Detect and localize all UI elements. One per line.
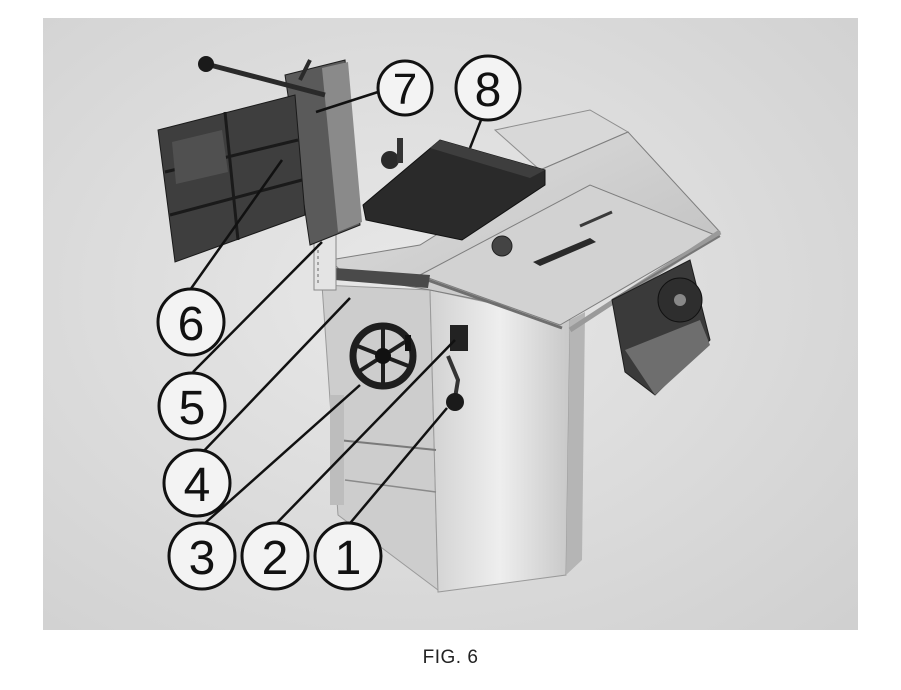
table-knob: [491, 235, 513, 257]
figure-caption: FIG. 6: [422, 647, 479, 668]
leader-7: [315, 90, 379, 114]
rise-fall-handwheel: [349, 322, 417, 390]
fence-clamp-rod: [397, 138, 403, 163]
fence-vertical-face: [322, 62, 362, 232]
right-guard-plate: [625, 320, 710, 395]
callout-7: 7: [376, 59, 434, 117]
leader-8: [468, 119, 483, 149]
callout-5-label: 5: [179, 382, 206, 435]
fence-lever-knob: [198, 56, 214, 72]
sliding-rail: [611, 235, 721, 301]
leader-6: [188, 159, 284, 291]
callout-leaders: [188, 90, 483, 529]
leader-2: [271, 339, 456, 529]
callout-1-label: 1: [335, 532, 362, 585]
callout-6-label: 6: [178, 298, 205, 351]
callout-5: 5: [157, 371, 227, 441]
table-edge: [421, 276, 563, 330]
leader-3: [203, 384, 361, 525]
planer-guard-ramp: [430, 140, 545, 178]
combination-woodworking-machine: [157, 56, 722, 593]
saw-blade-slot: [533, 238, 596, 266]
callout-4-label: 4: [184, 459, 211, 512]
crank-handle-knob: [446, 393, 464, 411]
callout-3-label: 3: [189, 532, 216, 585]
leader-1: [345, 407, 448, 529]
leader-5: [192, 241, 323, 373]
lock-knob: [450, 325, 468, 351]
leader-4: [199, 297, 351, 456]
thicknesser-ledge: [335, 268, 430, 288]
callout-3: 3: [167, 521, 237, 591]
fence-box-inner-highlight: [172, 130, 228, 184]
callout-1: 1: [313, 521, 383, 591]
fence-clamp-knob: [381, 151, 399, 169]
callout-7-label: 7: [393, 65, 417, 114]
callout-2: 2: [240, 521, 310, 591]
base-cabinet-right: [566, 312, 585, 575]
right-handwheel-hub: [674, 294, 686, 306]
cabinet-panel-line: [344, 479, 437, 493]
callout-4: 4: [162, 448, 232, 518]
table-slot: [579, 210, 613, 228]
callout-8: 8: [454, 54, 522, 122]
callout-2-label: 2: [262, 532, 289, 585]
callout-6: 6: [156, 287, 226, 357]
fence-lever-bar: [209, 62, 326, 98]
cabinet-leg: [330, 395, 344, 505]
callout-8-label: 8: [475, 64, 502, 117]
fence-lever-arm: [298, 59, 312, 81]
crank-handle: [446, 355, 461, 399]
